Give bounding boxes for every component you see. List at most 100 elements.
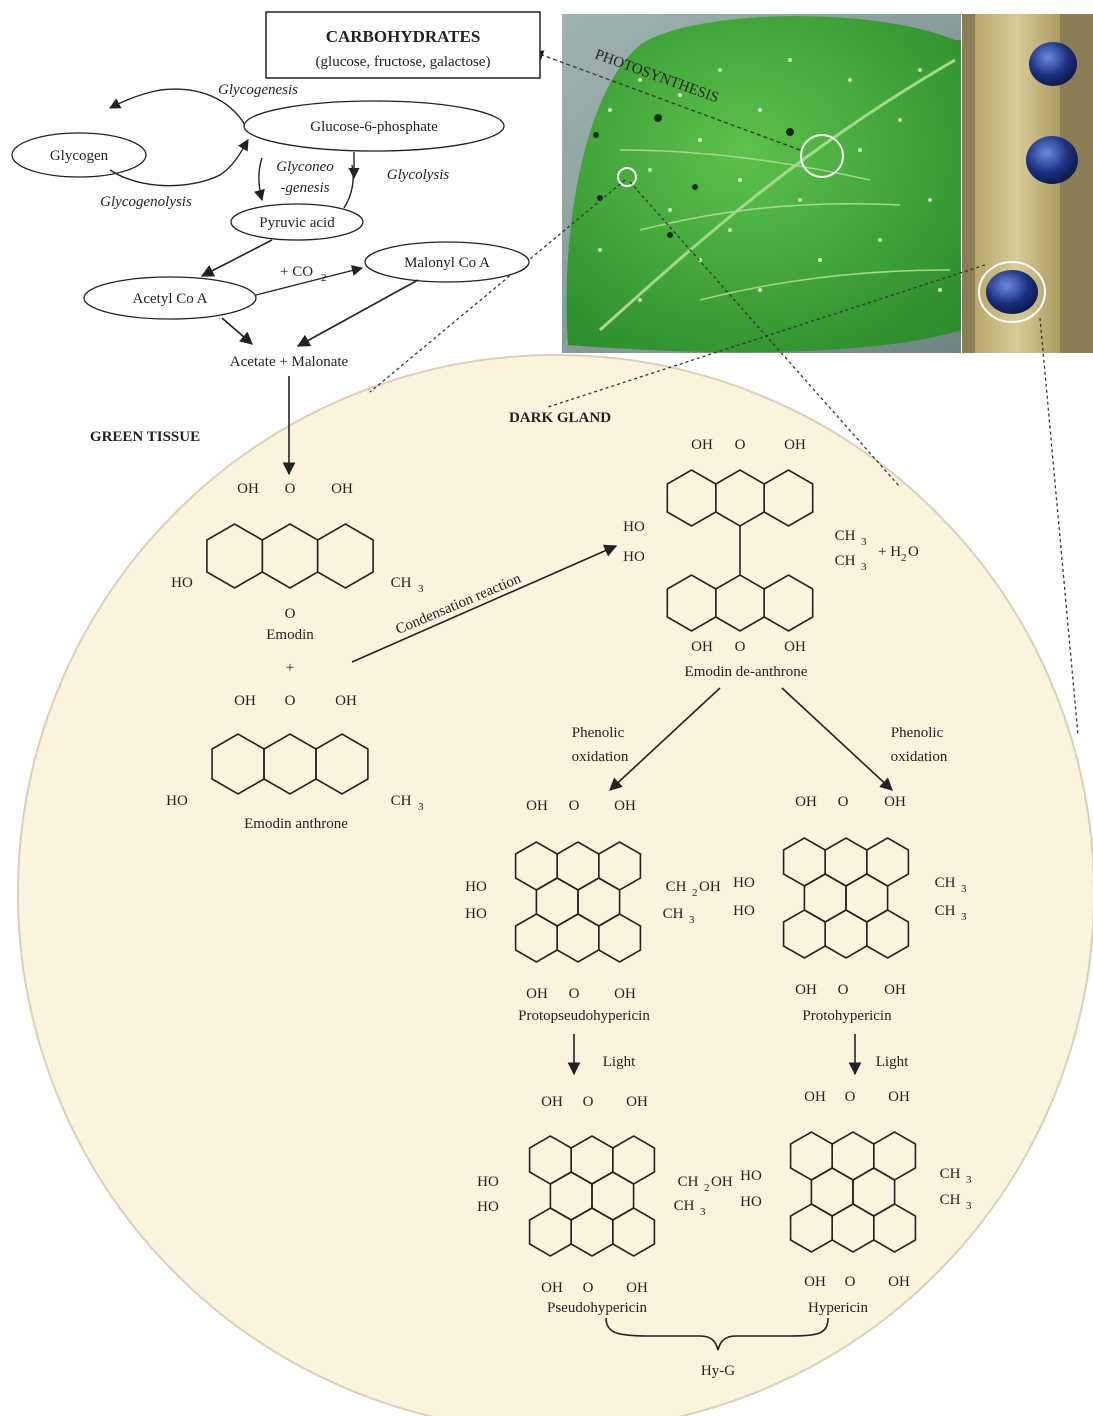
green-tissue-label: GREEN TISSUE <box>90 429 200 445</box>
stem-photo <box>962 14 1093 353</box>
svg-text:OH: OH <box>888 1274 910 1290</box>
svg-text:HO: HO <box>740 1194 762 1210</box>
svg-text:O: O <box>583 1280 594 1296</box>
ring <box>611 1207 656 1257</box>
svg-text:O: O <box>569 986 580 1002</box>
emodin-label: Emodin <box>266 627 314 643</box>
svg-text:OH: OH <box>884 982 906 998</box>
pseudohypericin-structure <box>528 1135 656 1257</box>
emodin-structure <box>206 523 374 589</box>
ring <box>763 574 814 632</box>
svg-text:CH: CH <box>940 1166 961 1182</box>
svg-text:O: O <box>569 798 580 814</box>
svg-text:-genesis: -genesis <box>280 180 329 196</box>
svg-text:OH: OH <box>614 986 636 1002</box>
svg-text:O: O <box>285 693 296 709</box>
svg-text:O: O <box>908 544 919 560</box>
ring <box>597 913 642 963</box>
svg-text:3: 3 <box>966 1174 972 1186</box>
acetyl-node <box>83 276 257 320</box>
svg-text:OH: OH <box>335 693 357 709</box>
carbohydrates-title: CARBOHYDRATES <box>326 27 481 46</box>
svg-text:CH: CH <box>391 575 412 591</box>
svg-text:OH: OH <box>237 481 259 497</box>
svg-text:CH: CH <box>391 793 412 809</box>
svg-text:OH: OH <box>784 437 806 453</box>
svg-text:CH: CH <box>674 1198 695 1214</box>
protohypericin-structure <box>782 837 910 959</box>
svg-text:OH: OH <box>526 986 548 1002</box>
ring <box>872 1203 917 1253</box>
svg-text:CH: CH <box>835 528 856 544</box>
svg-text:Glucose-6-phosphate: Glucose-6-phosphate <box>310 119 438 135</box>
malonyl-node <box>364 241 530 283</box>
emodin-anthrone-label: Emodin anthrone <box>244 816 348 832</box>
pseudohypericin-label: Pseudohypericin <box>547 1300 647 1316</box>
svg-text:OH: OH <box>234 693 256 709</box>
protopseudohypericin-label: Protopseudohypericin <box>518 1008 650 1024</box>
svg-text:O: O <box>583 1094 594 1110</box>
svg-text:2: 2 <box>321 272 327 284</box>
svg-text:O: O <box>845 1274 856 1290</box>
svg-text:HO: HO <box>740 1168 762 1184</box>
svg-text:3: 3 <box>418 801 424 813</box>
svg-text:HO: HO <box>166 793 188 809</box>
svg-text:OH: OH <box>626 1280 648 1296</box>
svg-text:3: 3 <box>961 883 967 895</box>
svg-text:HO: HO <box>623 519 645 535</box>
svg-text:3: 3 <box>418 583 424 595</box>
svg-text:HO: HO <box>477 1174 499 1190</box>
svg-text:3: 3 <box>966 1200 972 1212</box>
svg-text:Pyruvic acid: Pyruvic acid <box>259 215 335 231</box>
ring <box>315 733 369 795</box>
svg-text:HO: HO <box>477 1199 499 1215</box>
svg-text:OH: OH <box>541 1280 563 1296</box>
hypericin-structure <box>789 1131 917 1253</box>
svg-text:O: O <box>838 982 849 998</box>
svg-text:OH: OH <box>626 1094 648 1110</box>
svg-text:Phenolic: Phenolic <box>572 725 625 741</box>
leaf-highlight-circle-2 <box>617 167 637 187</box>
ring <box>865 909 910 959</box>
leaf-dots <box>598 58 942 302</box>
svg-text:HO: HO <box>733 903 755 919</box>
svg-text:O: O <box>285 606 296 622</box>
svg-text:CH: CH <box>678 1174 699 1190</box>
svg-text:Phenolic: Phenolic <box>891 725 944 741</box>
svg-text:3: 3 <box>861 536 867 548</box>
hypericin-label: Hypericin <box>808 1300 868 1316</box>
emodin-dianthrone-label: Emodin de-anthrone <box>685 664 808 680</box>
svg-text:CH: CH <box>663 906 684 922</box>
svg-text:O: O <box>845 1089 856 1105</box>
leaf-vein-main <box>598 58 956 332</box>
svg-text:3: 3 <box>700 1206 706 1218</box>
svg-text:Glycogen: Glycogen <box>50 148 109 164</box>
leaf-dark-glands <box>593 114 794 238</box>
svg-text:OH: OH <box>691 639 713 655</box>
svg-text:O: O <box>838 794 849 810</box>
svg-text:OH: OH <box>888 1089 910 1105</box>
svg-text:OH: OH <box>541 1094 563 1110</box>
protohypericin-label: Protohypericin <box>802 1008 892 1024</box>
svg-text:OH: OH <box>614 798 636 814</box>
svg-text:HO: HO <box>465 906 487 922</box>
svg-text:CH: CH <box>940 1192 961 1208</box>
acetate-malonate: Acetate + Malonate <box>230 354 349 370</box>
svg-text:+ CO: + CO <box>280 264 313 280</box>
dark-gland-label: DARK GLAND <box>509 410 611 426</box>
svg-text:OH: OH <box>711 1174 733 1190</box>
ring <box>763 469 814 527</box>
svg-text:OH: OH <box>804 1089 826 1105</box>
dotted-connectors <box>369 50 1079 736</box>
plus-sign: + <box>286 660 294 676</box>
glucose6p-node <box>243 100 505 152</box>
svg-text:OH: OH <box>331 481 353 497</box>
svg-text:3: 3 <box>689 914 695 926</box>
stem-gland-1 <box>1029 42 1077 86</box>
hyg-label: Hy-G <box>701 1363 735 1379</box>
svg-text:CH: CH <box>935 903 956 919</box>
svg-text:OH: OH <box>699 879 721 895</box>
svg-text:3: 3 <box>861 561 867 573</box>
svg-text:OH: OH <box>691 437 713 453</box>
svg-text:Light: Light <box>603 1054 636 1070</box>
